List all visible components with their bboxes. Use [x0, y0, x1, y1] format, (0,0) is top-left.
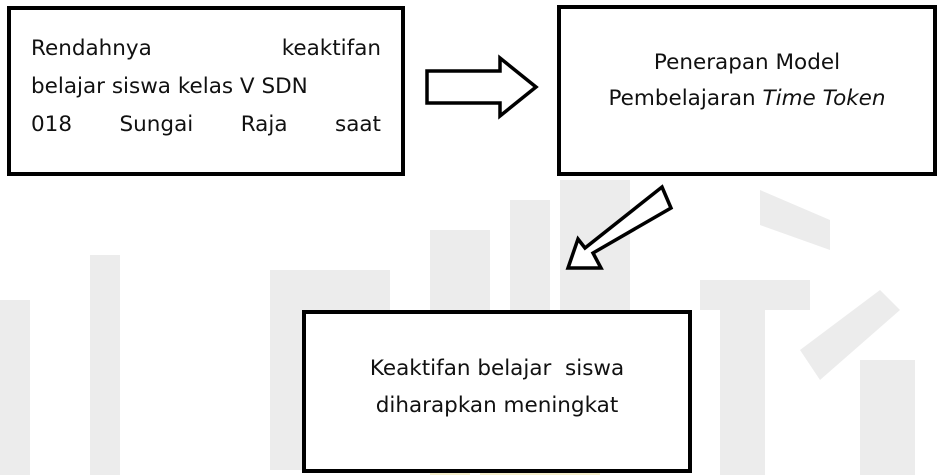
word: Raja — [240, 112, 288, 137]
hollow-arrow-right-icon — [425, 54, 539, 120]
box-low-activity-line-1: Rendahnya keaktifan — [31, 30, 381, 68]
word: saat — [335, 112, 381, 137]
hollow-arrow-down-left-icon — [565, 184, 674, 270]
box-expected-outcome-line-1: Keaktifan belajar siswa — [369, 356, 625, 381]
word: 018 — [31, 112, 73, 137]
box-expected-outcome-line-2: diharapkan meningkat — [375, 393, 619, 418]
box-time-token-model: Penerapan Model Pembelajaran Time Token — [557, 5, 937, 176]
box-low-activity-line-2: belajar siswa kelas V SDN — [31, 68, 381, 106]
word: Sungai — [119, 112, 194, 137]
word: Rendahnya — [31, 36, 152, 61]
line-prefix: Pembelajaran — [608, 86, 763, 111]
box-time-token-model-line-1: Penerapan Model — [653, 50, 841, 75]
box-low-activity: Rendahnya keaktifan belajar siswa kelas … — [7, 6, 405, 176]
word: keaktifan — [281, 36, 381, 61]
italic-term: Time Token — [762, 86, 886, 111]
line-text: belajar siswa kelas V SDN — [31, 74, 308, 99]
box-time-token-model-line-2: Pembelajaran Time Token — [561, 81, 933, 117]
box-expected-outcome: Keaktifan belajar siswa diharapkan menin… — [302, 310, 692, 473]
box-low-activity-line-3: 018 Sungai Raja saat — [31, 106, 381, 144]
